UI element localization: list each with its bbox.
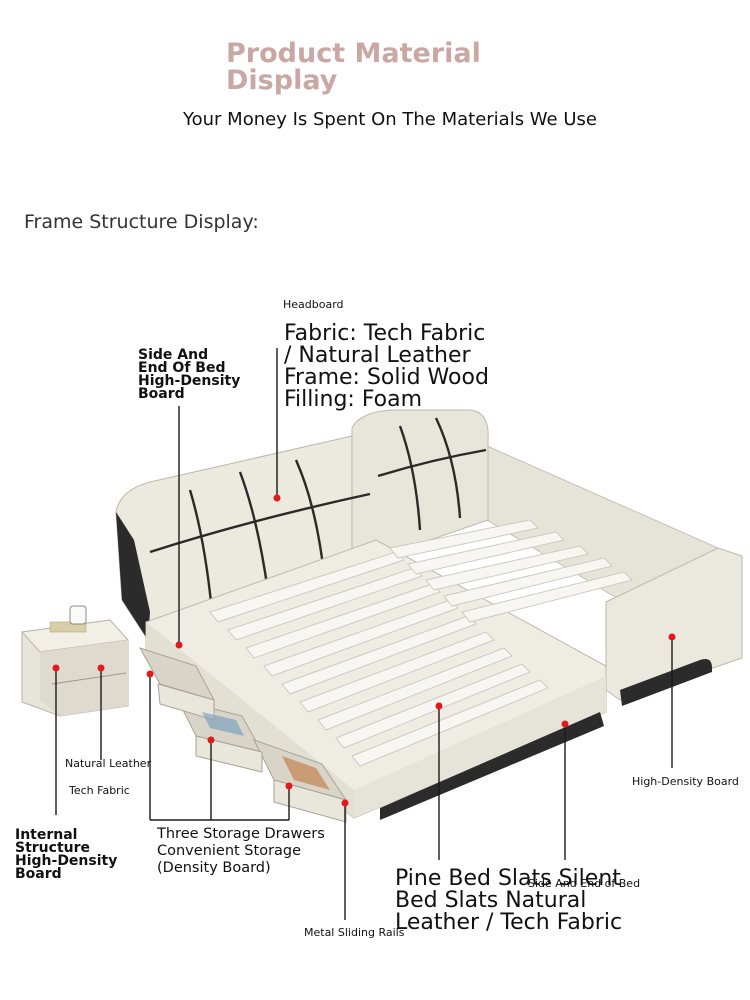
bed-slats <box>209 519 633 767</box>
storage-drawers <box>138 647 348 823</box>
right-side-panel <box>486 445 743 706</box>
section-title: Frame Structure Display: <box>24 211 259 233</box>
headboard-spec-line: / Natural Leather <box>284 343 471 368</box>
marker-slats <box>435 702 443 710</box>
internal-structure-line: Internal <box>15 827 78 843</box>
drawers-label-line: Convenient Storage <box>157 843 302 859</box>
side-end-label: Side And End Of Bed High-Density Board <box>138 347 241 402</box>
pine-slats-line: Pine Bed Slats Silent <box>395 866 621 891</box>
headboard-spec: Fabric: Tech Fabric / Natural Leather Fr… <box>284 323 489 411</box>
side-end-bed-label: Side And End of Bed <box>528 877 641 890</box>
callout-markers <box>52 494 676 807</box>
tech-fabric-label: Tech Fabric <box>69 784 130 797</box>
pine-slats-label: Pine Bed Slats Silent Bed Slats Natural … <box>395 868 622 934</box>
pine-slats-line: Leather / Tech Fabric <box>395 910 623 935</box>
leader-lines <box>55 348 673 920</box>
drawers-label-line: Three Storage Drawers <box>157 826 325 842</box>
page-subtitle: Your Money Is Spent On The Materials We … <box>183 109 597 130</box>
headboard-spec-line: Filling: Foam <box>284 387 423 412</box>
internal-structure-line: Board <box>15 866 62 882</box>
drawers-label: Three Storage Drawers Convenient Storage… <box>157 826 325 877</box>
pine-slats-line: Bed Slats Natural <box>395 888 587 913</box>
drawers-label-line: (Density Board) <box>157 860 271 876</box>
marker-internal <box>52 664 60 672</box>
internal-structure-line: High-Density <box>15 853 118 869</box>
metal-rails-label: Metal Sliding Rails <box>304 926 405 939</box>
page-title-line-2: Display <box>226 65 338 96</box>
side-end-label-line: High-Density <box>138 373 241 389</box>
headboard-label: Headboard <box>283 298 344 311</box>
headboard-spec-line: Frame: Solid Wood <box>284 365 489 390</box>
marker-rails <box>341 799 349 807</box>
page-title-line-1: Product Material <box>226 38 481 69</box>
marker-drawer-1 <box>146 670 154 678</box>
nightstand-illustration <box>20 605 130 717</box>
internal-structure-label: Internal Structure High-Density Board <box>15 827 118 882</box>
high-density-board-label: High-Density Board <box>632 775 739 788</box>
marker-side-end <box>175 641 183 649</box>
marker-drawer-2 <box>207 736 215 744</box>
internal-structure-line: Structure <box>15 840 91 856</box>
side-end-label-line: End Of Bed <box>138 360 226 376</box>
marker-leather <box>97 664 105 672</box>
headboard-spec-line: Fabric: Tech Fabric <box>284 321 486 346</box>
headboard-illustration <box>115 409 489 641</box>
side-end-label-line: Board <box>138 386 185 402</box>
side-end-label-line: Side And <box>138 347 209 363</box>
marker-headboard <box>273 494 281 502</box>
marker-drawer-3 <box>285 782 293 790</box>
natural-leather-label: Natural Leather <box>65 757 152 770</box>
page-title: Product Material Display <box>226 40 546 94</box>
marker-high-density <box>668 633 676 641</box>
marker-side-end-bed <box>561 720 569 728</box>
